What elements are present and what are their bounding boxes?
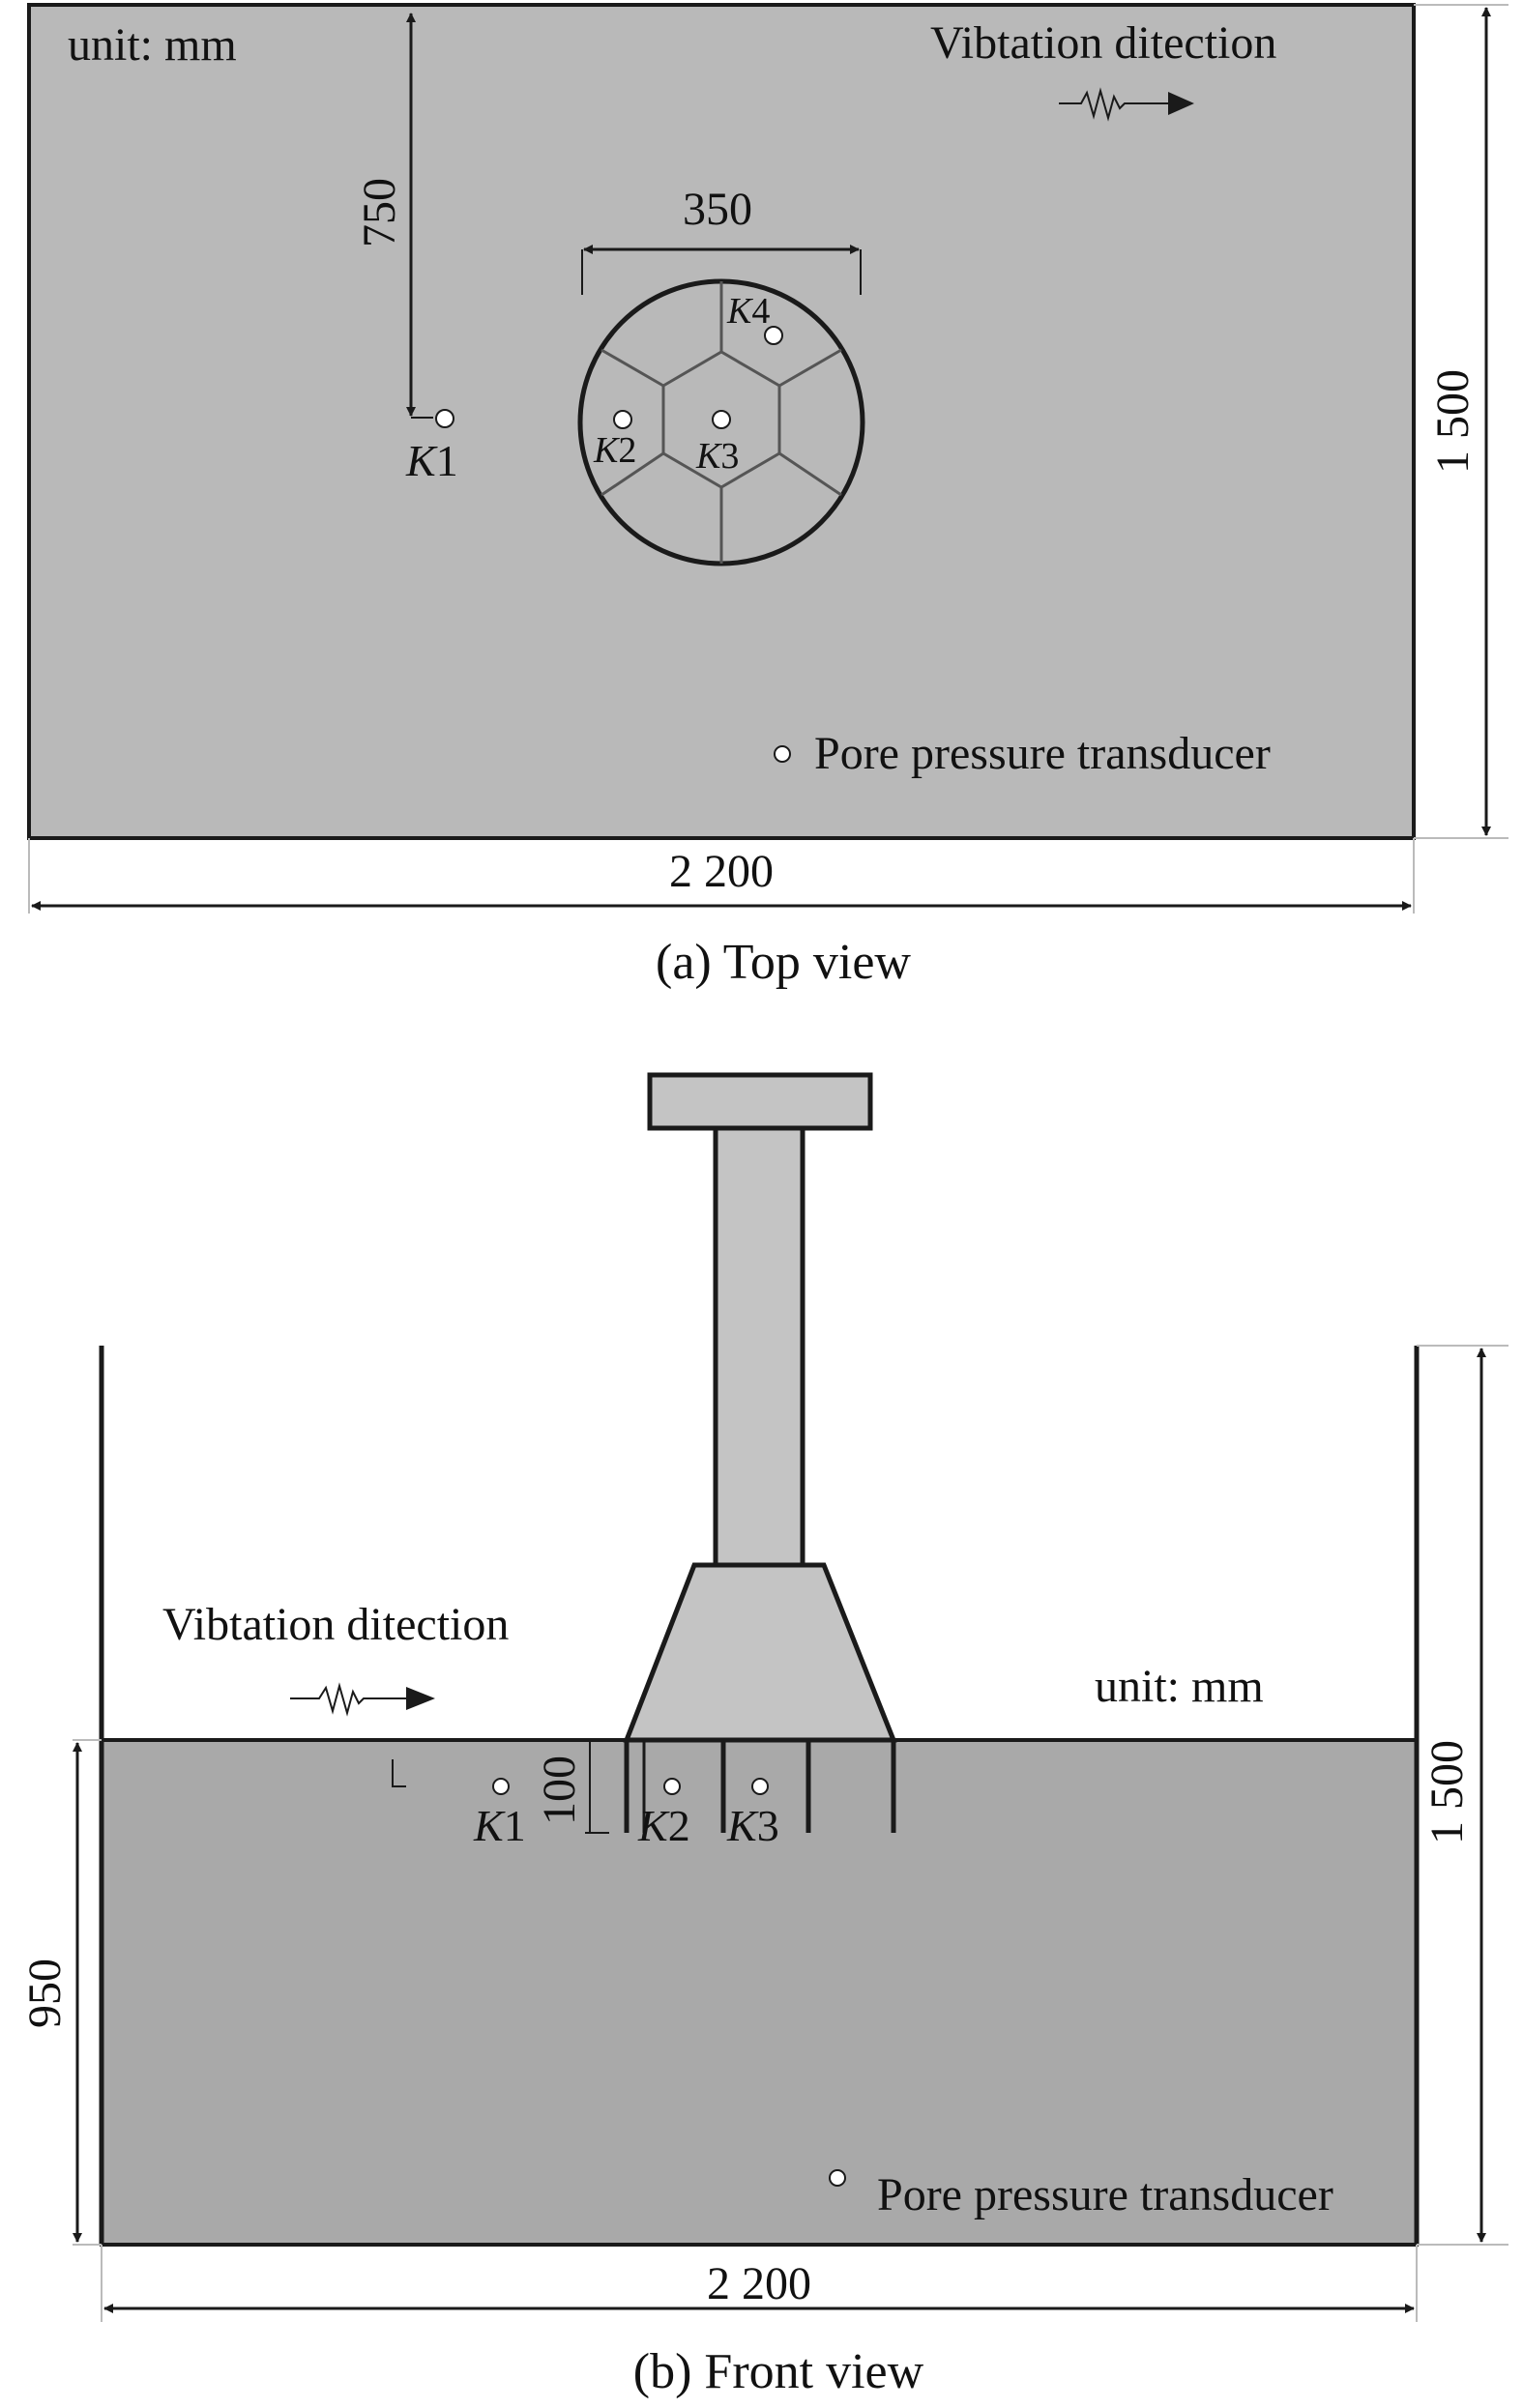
front-k3-label: K3 bbox=[726, 1801, 779, 1850]
top-view-panel: unit: mm Vibtation ditection 750 K1 350 bbox=[27, 3, 1508, 990]
front-vibration-arrow-icon bbox=[290, 1682, 435, 1717]
front-k1-label: K1 bbox=[473, 1801, 526, 1850]
front-view-panel: Vibtation ditection unit: mm 100 K1 K2 K… bbox=[19, 1072, 1508, 2399]
top-dim-width-label: 2 200 bbox=[669, 846, 774, 897]
top-k1-label: K1 bbox=[405, 436, 458, 485]
front-k3-transducer bbox=[751, 1778, 769, 1795]
top-legend-label: Pore pressure transducer bbox=[814, 728, 1271, 779]
front-legend-transducer-icon bbox=[829, 2169, 846, 2187]
front-k1-transducer bbox=[492, 1778, 510, 1795]
top-dim-height-label: 1 500 bbox=[1427, 369, 1479, 474]
top-k2-label: K2 bbox=[593, 430, 636, 471]
front-legend-label: Pore pressure transducer bbox=[877, 2169, 1333, 2220]
top-k3-transducer bbox=[712, 410, 731, 429]
top-legend-transducer-icon bbox=[774, 745, 791, 763]
front-dim-skirt-label: 100 bbox=[534, 1755, 585, 1825]
top-k1-transducer bbox=[435, 409, 454, 428]
top-k4-transducer bbox=[764, 326, 783, 345]
front-dim-width-label: 2 200 bbox=[707, 2258, 811, 2309]
front-surface-tick bbox=[392, 1759, 406, 1787]
front-vibration-label: Vibtation ditection bbox=[162, 1599, 509, 1650]
front-dim-soil-label: 950 bbox=[19, 1958, 71, 2028]
top-unit-label: unit: mm bbox=[68, 19, 237, 71]
top-k3-label: K3 bbox=[695, 436, 739, 477]
top-dim-offset-label: 750 bbox=[354, 178, 405, 247]
top-k4-label: K4 bbox=[726, 291, 770, 332]
front-k2-label: K2 bbox=[637, 1801, 690, 1850]
top-vibration-arrow-icon bbox=[1059, 87, 1194, 122]
top-vibration-label: Vibtation ditection bbox=[930, 17, 1276, 69]
top-k2-transducer bbox=[613, 410, 632, 429]
front-k2-transducer bbox=[663, 1778, 681, 1795]
offshore-structure bbox=[623, 1072, 897, 1833]
top-view-caption: (a) Top view bbox=[656, 935, 911, 990]
front-unit-label: unit: mm bbox=[1095, 1661, 1264, 1712]
top-dim-diameter-label: 350 bbox=[683, 184, 752, 235]
front-soil-layer bbox=[100, 1738, 1419, 2247]
front-view-caption: (b) Front view bbox=[633, 2344, 924, 2399]
front-dim-height-label: 1 500 bbox=[1421, 1740, 1473, 1844]
